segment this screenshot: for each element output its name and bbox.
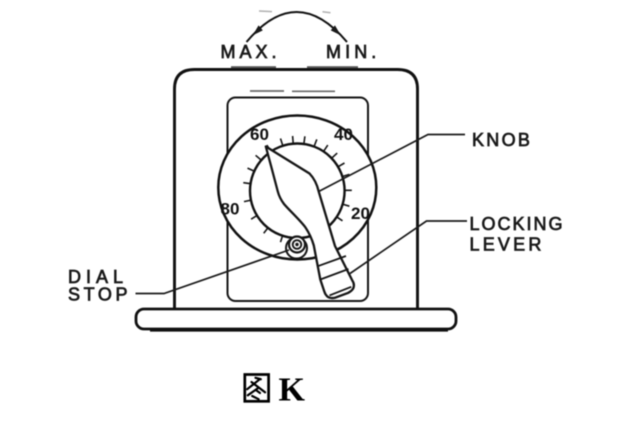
- svg-text:LOCKING: LOCKING: [470, 214, 565, 234]
- svg-text:LEVER: LEVER: [470, 235, 545, 255]
- svg-text:MAX.: MAX.: [221, 42, 281, 62]
- svg-text:20: 20: [351, 204, 370, 223]
- svg-text:DIAL: DIAL: [68, 267, 128, 287]
- svg-text:K: K: [279, 372, 306, 409]
- svg-text:MIN.: MIN.: [326, 42, 380, 62]
- svg-text:STOP: STOP: [68, 285, 131, 305]
- svg-text:KNOB: KNOB: [472, 130, 532, 150]
- svg-text:80: 80: [221, 200, 240, 219]
- svg-text:60: 60: [250, 125, 269, 144]
- svg-text:40: 40: [334, 125, 353, 144]
